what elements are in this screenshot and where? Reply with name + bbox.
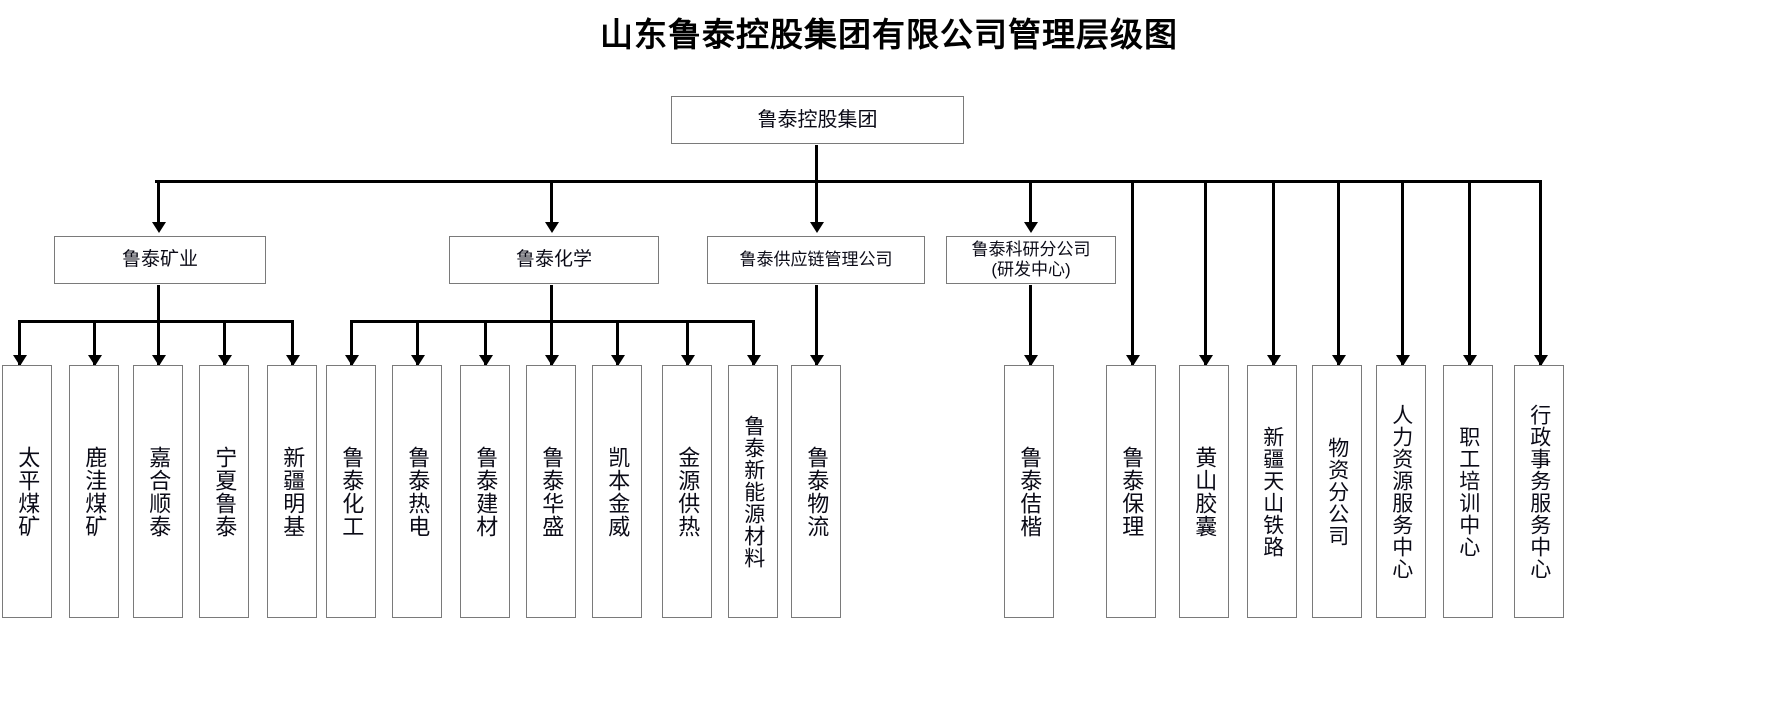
connector-chemical-to-l06 bbox=[350, 320, 353, 365]
arrow-root-to-research bbox=[1024, 222, 1038, 233]
node-leaf-l03[interactable]: 嘉合顺泰 bbox=[133, 365, 183, 618]
node-leaf-l14[interactable]: 鲁泰佶楷 bbox=[1004, 365, 1054, 618]
node-leaf-l02[interactable]: 鹿洼煤矿 bbox=[69, 365, 119, 618]
arrow-root-to-l21 bbox=[1534, 355, 1548, 366]
node-level2-supply[interactable]: 鲁泰供应链管理公司 bbox=[707, 236, 925, 284]
connector-chemical-to-l07 bbox=[416, 320, 419, 365]
connector-mining-stem bbox=[157, 285, 160, 320]
arrow-chemical-to-l08 bbox=[479, 355, 493, 366]
arrow-root-to-supply bbox=[810, 222, 824, 233]
arrow-root-to-l18 bbox=[1332, 355, 1346, 366]
arrow-chemical-to-l06 bbox=[345, 355, 359, 366]
arrow-root-to-l14 bbox=[1024, 355, 1038, 366]
arrow-mining-to-l02 bbox=[88, 355, 102, 366]
connector-root-to-l19 bbox=[1401, 180, 1404, 365]
connector-mining-to-l01 bbox=[18, 320, 21, 365]
connector-chemical-to-l08 bbox=[484, 320, 487, 365]
node-leaf-l08[interactable]: 鲁泰建材 bbox=[460, 365, 510, 618]
connector-root-to-l17 bbox=[1272, 180, 1275, 365]
arrow-root-to-l15 bbox=[1126, 355, 1140, 366]
node-leaf-l06[interactable]: 鲁泰化工 bbox=[326, 365, 376, 618]
connector-root-to-l18 bbox=[1337, 180, 1340, 365]
arrow-mining-to-l03 bbox=[152, 355, 166, 366]
node-level2-mining[interactable]: 鲁泰矿业 bbox=[54, 236, 266, 284]
connector-chemical-stem bbox=[550, 285, 553, 320]
node-leaf-l20[interactable]: 职工培训中心 bbox=[1443, 365, 1493, 618]
connector-mining-to-l03 bbox=[157, 320, 160, 365]
connector-root-to-mining bbox=[157, 180, 160, 222]
arrow-supply-to-l13 bbox=[810, 355, 824, 366]
node-level2-research-line2: (研发中心) bbox=[991, 260, 1071, 279]
arrow-chemical-to-l07 bbox=[411, 355, 425, 366]
connector-chemical-to-l10 bbox=[616, 320, 619, 365]
node-leaf-l11[interactable]: 金源供热 bbox=[662, 365, 712, 618]
node-leaf-l05[interactable]: 新疆明基 bbox=[267, 365, 317, 618]
connector-root-to-l20 bbox=[1468, 180, 1471, 365]
connector-root-to-l14 bbox=[1029, 285, 1032, 365]
node-leaf-l12[interactable]: 鲁泰新能源材料 bbox=[728, 365, 778, 618]
arrow-root-to-mining bbox=[152, 222, 166, 233]
node-leaf-l04[interactable]: 宁夏鲁泰 bbox=[199, 365, 249, 618]
arrow-root-to-chemical bbox=[545, 222, 559, 233]
connector-mining-to-l05 bbox=[291, 320, 294, 365]
connector-root-to-l21 bbox=[1539, 180, 1542, 365]
connector-mining-to-l02 bbox=[93, 320, 96, 365]
arrow-root-to-l16 bbox=[1199, 355, 1213, 366]
node-leaf-l21[interactable]: 行政事务服务中心 bbox=[1514, 365, 1564, 618]
arrow-root-to-l20 bbox=[1463, 355, 1477, 366]
arrow-mining-to-l05 bbox=[286, 355, 300, 366]
node-root[interactable]: 鲁泰控股集团 bbox=[671, 96, 964, 144]
connector-root-to-chemical bbox=[550, 180, 553, 222]
arrow-chemical-to-l10 bbox=[611, 355, 625, 366]
connector-root-to-l15 bbox=[1131, 180, 1134, 365]
node-leaf-l09[interactable]: 鲁泰华盛 bbox=[526, 365, 576, 618]
arrow-mining-to-l04 bbox=[218, 355, 232, 366]
page-title: 山东鲁泰控股集团有限公司管理层级图 bbox=[600, 18, 1178, 54]
connector-mining-bus bbox=[18, 320, 293, 323]
node-leaf-l01[interactable]: 太平煤矿 bbox=[2, 365, 52, 618]
connector-root-stem bbox=[815, 145, 818, 180]
node-level2-research[interactable]: 鲁泰科研分公司 (研发中心) bbox=[946, 236, 1116, 284]
node-leaf-l07[interactable]: 鲁泰热电 bbox=[392, 365, 442, 618]
connector-chemical-to-l12 bbox=[752, 320, 755, 365]
connector-root-bus bbox=[155, 180, 1542, 183]
arrow-root-to-l17 bbox=[1267, 355, 1281, 366]
connector-chemical-to-l11 bbox=[686, 320, 689, 365]
arrow-chemical-to-l11 bbox=[681, 355, 695, 366]
connector-root-to-l16 bbox=[1204, 180, 1207, 365]
node-leaf-l10[interactable]: 凯本金威 bbox=[592, 365, 642, 618]
connector-root-to-research bbox=[1029, 180, 1032, 222]
node-level2-research-line1: 鲁泰科研分公司 bbox=[971, 239, 1091, 259]
node-leaf-l18[interactable]: 物资分公司 bbox=[1312, 365, 1362, 618]
connector-supply-to-l13 bbox=[815, 285, 818, 365]
arrow-root-to-l19 bbox=[1396, 355, 1410, 366]
arrow-chemical-to-l12 bbox=[747, 355, 761, 366]
connector-root-to-supply bbox=[815, 180, 818, 222]
node-leaf-l15[interactable]: 鲁泰保理 bbox=[1106, 365, 1156, 618]
node-leaf-l17[interactable]: 新疆天山铁路 bbox=[1247, 365, 1297, 618]
node-level2-chemical[interactable]: 鲁泰化学 bbox=[449, 236, 659, 284]
connector-chemical-to-l09 bbox=[550, 320, 553, 365]
connector-mining-to-l04 bbox=[223, 320, 226, 365]
node-leaf-l19[interactable]: 人力资源服务中心 bbox=[1376, 365, 1426, 618]
node-leaf-l13[interactable]: 鲁泰物流 bbox=[791, 365, 841, 618]
arrow-chemical-to-l09 bbox=[545, 355, 559, 366]
arrow-mining-to-l01 bbox=[13, 355, 27, 366]
node-leaf-l16[interactable]: 黄山胶囊 bbox=[1179, 365, 1229, 618]
